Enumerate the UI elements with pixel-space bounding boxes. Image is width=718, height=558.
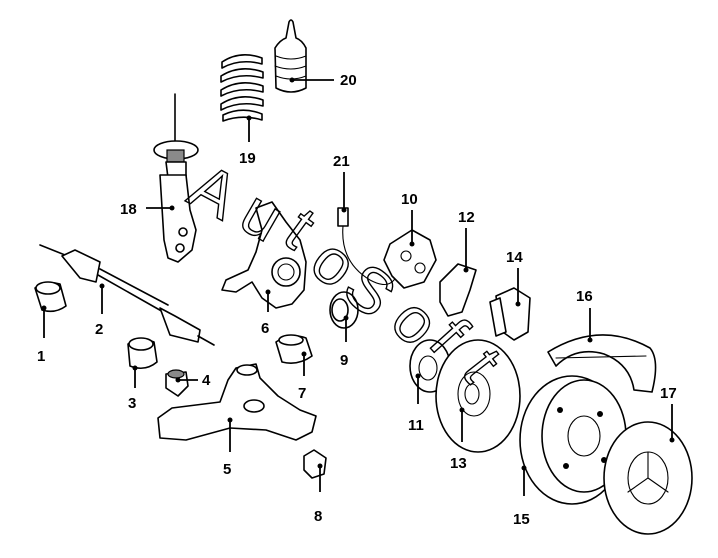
- part-2-drive-shaft: [39, 244, 215, 346]
- part-1-bushing: [34, 281, 67, 313]
- part-7-bushing: [275, 334, 313, 364]
- part-14-brake-pads: [489, 287, 531, 341]
- callout-15: 15: [513, 511, 530, 528]
- callout-8: 8: [314, 508, 322, 525]
- part-18-strut: [153, 93, 199, 263]
- callout-16: 16: [576, 288, 593, 305]
- part-5-control-arm: [157, 363, 317, 441]
- callout-14: 14: [506, 249, 523, 266]
- callout-17: 17: [660, 385, 677, 402]
- callout-5: 5: [223, 461, 231, 478]
- callouts: 1 2 3 4 5 6 7 8 9 10 11 12 13: [37, 72, 677, 528]
- callout-21: 21: [333, 153, 350, 170]
- callout-9: 9: [340, 352, 348, 369]
- part-4-ball-joint: [165, 369, 189, 397]
- part-13-brake-disc: [435, 339, 521, 453]
- callout-11: 11: [408, 417, 424, 434]
- callout-1: 1: [37, 348, 45, 365]
- callout-18: 18: [120, 201, 137, 218]
- callout-20: 20: [340, 72, 357, 89]
- part-19-coil-spring: [220, 54, 264, 122]
- callout-4: 4: [202, 372, 211, 389]
- part-9-bearing: [329, 291, 359, 329]
- callout-6: 6: [261, 320, 269, 337]
- part-16-arch-liner: [547, 334, 657, 393]
- part-17-hub-cap: [603, 421, 693, 535]
- callout-19: 19: [239, 150, 256, 167]
- callout-13: 13: [450, 455, 467, 472]
- callout-7: 7: [298, 385, 306, 402]
- part-12-bracket: [439, 263, 477, 317]
- part-10-caliper: [383, 229, 437, 289]
- callout-10: 10: [401, 191, 418, 208]
- callout-2: 2: [95, 321, 103, 338]
- part-8-bracket: [303, 449, 327, 479]
- part-3-bushing: [127, 337, 158, 370]
- part-6-knuckle: [221, 201, 307, 309]
- callout-3: 3: [128, 395, 136, 412]
- callout-12: 12: [458, 209, 475, 226]
